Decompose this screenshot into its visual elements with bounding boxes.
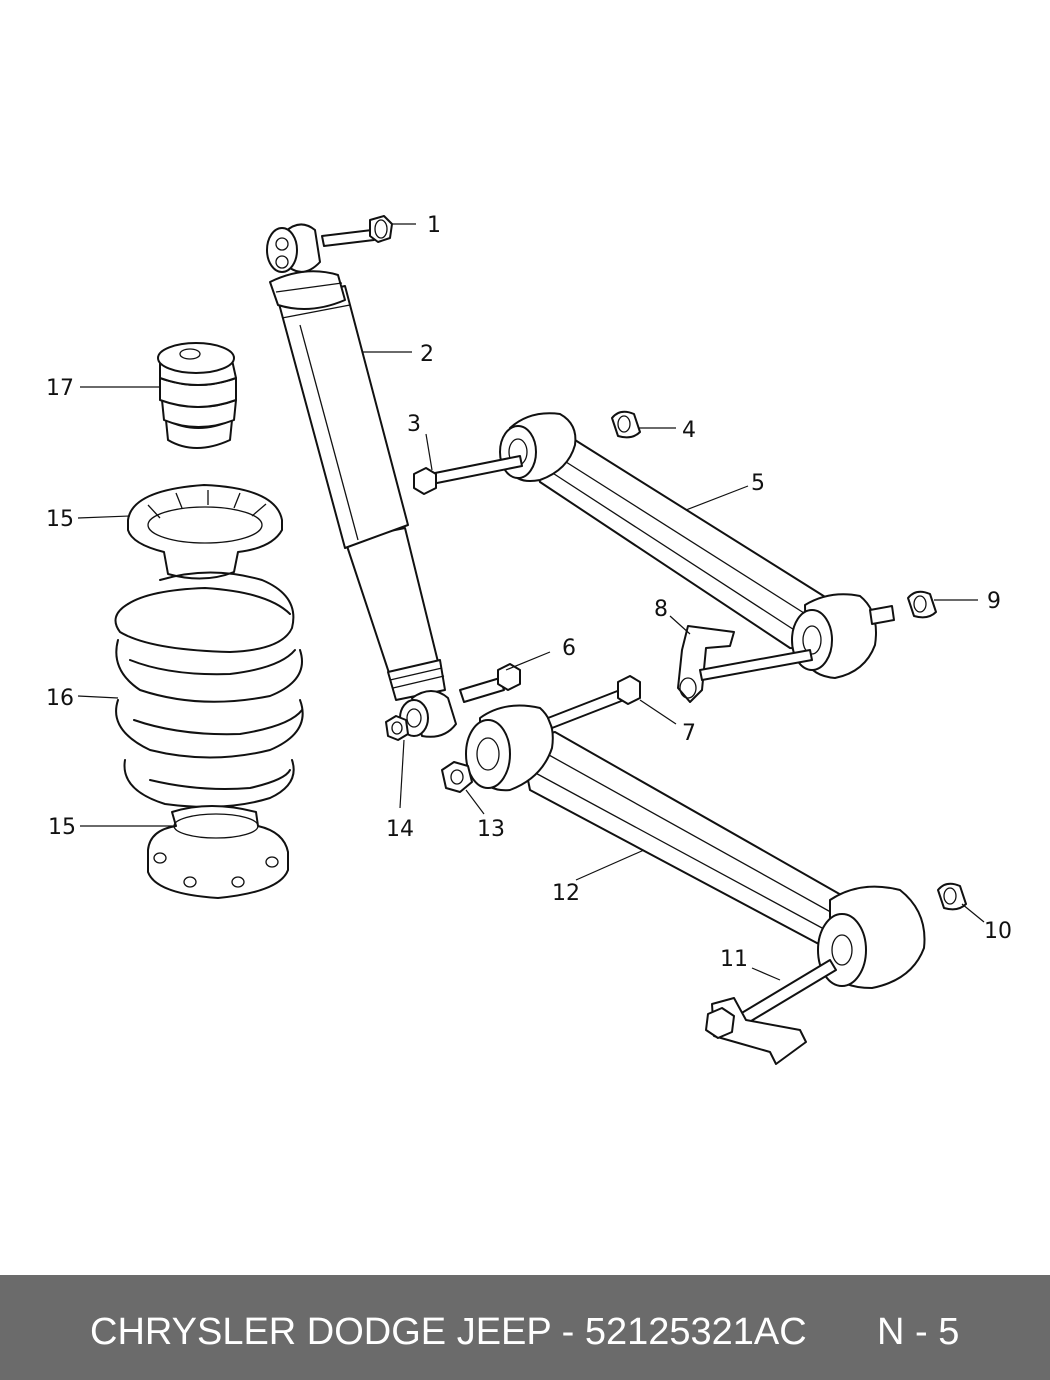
- shock-absorber: [266, 223, 457, 738]
- footer-title: CHRYSLER DODGE JEEP - 52125321AC: [90, 1311, 807, 1353]
- callout-11: 11: [720, 947, 748, 972]
- callout-15-upper: 15: [46, 507, 74, 532]
- callout-14: 14: [386, 817, 414, 842]
- callout-12: 12: [552, 881, 580, 906]
- callout-17: 17: [46, 376, 74, 401]
- upper-arm-cam-bolt: [677, 605, 895, 703]
- upper-arm-front-nut: [611, 410, 641, 439]
- callout-5: 5: [751, 471, 765, 496]
- lower-arm-cam-bolt: [705, 959, 837, 1065]
- upper-control-arm: [499, 412, 877, 679]
- lower-arm-front-nut: [441, 761, 473, 793]
- callout-3: 3: [407, 412, 421, 437]
- callout-9: 9: [987, 589, 1001, 614]
- lower-shock-nut: [385, 715, 409, 741]
- upper-spring-isolator: [127, 484, 283, 580]
- jounce-bumper: [157, 342, 237, 449]
- footer-banner: CHRYSLER DODGE JEEP - 52125321AC N - 5: [0, 1275, 1050, 1380]
- upper-arm-front-bolt: [413, 455, 523, 495]
- callout-4: 4: [682, 418, 696, 443]
- callout-16: 16: [46, 686, 74, 711]
- footer-page-code: N - 5: [877, 1311, 960, 1353]
- leader-lines: [77, 223, 985, 981]
- lower-arm-front-bolt: [459, 663, 521, 703]
- callout-10: 10: [984, 919, 1012, 944]
- lower-arm-rear-nut: [937, 882, 967, 911]
- callout-13: 13: [477, 817, 505, 842]
- upper-shock-bolt: [321, 215, 393, 247]
- callout-labels: 1 2 3 4 5 6 7 8 9 10 11 12 13 14 15 15 1…: [46, 213, 1012, 972]
- lower-control-arm: [465, 704, 926, 989]
- callout-7: 7: [682, 721, 696, 746]
- callout-2: 2: [420, 342, 434, 367]
- coil-spring: [114, 571, 304, 808]
- callout-15-lower: 15: [48, 815, 76, 840]
- lower-arm-bolt: [547, 675, 641, 729]
- callout-8: 8: [654, 597, 668, 622]
- upper-arm-rear-nut: [907, 590, 937, 619]
- parts-diagram: 1 2 3 4 5 6 7 8 9 10 11 12 13 14 15 15 1…: [46, 213, 1012, 1065]
- callout-6: 6: [562, 636, 576, 661]
- lower-spring-isolator: [147, 805, 289, 899]
- callout-1: 1: [427, 213, 441, 238]
